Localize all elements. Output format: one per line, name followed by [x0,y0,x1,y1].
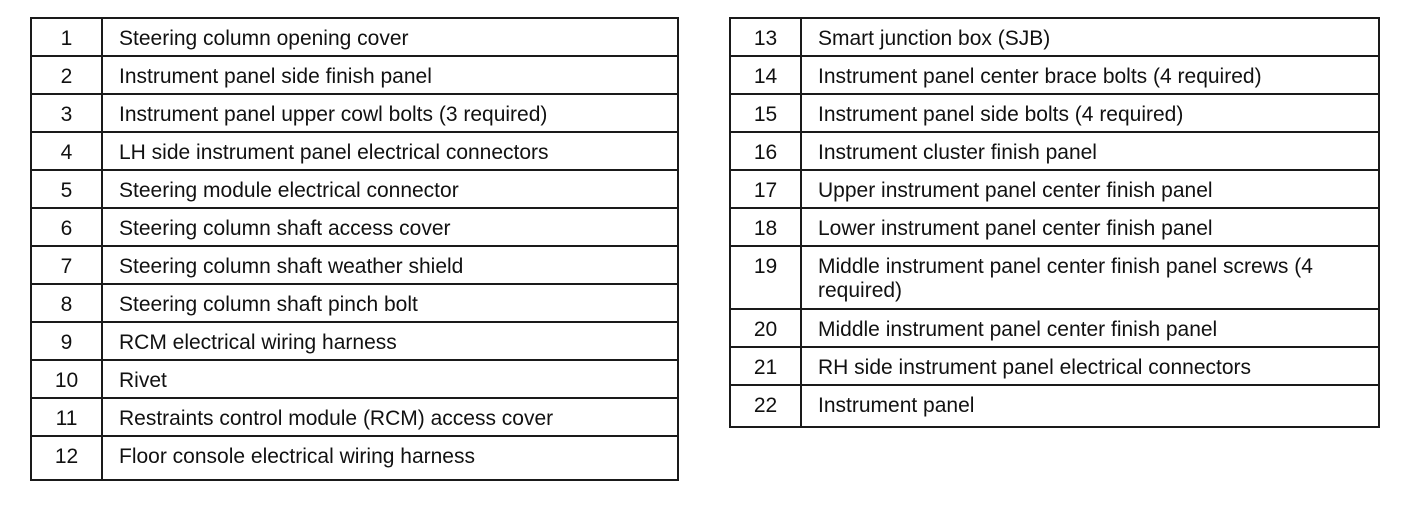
item-description: Floor console electrical wiring harness [101,435,679,481]
item-description: Restraints control module (RCM) access c… [101,397,679,437]
item-description: Upper instrument panel center finish pan… [800,169,1380,209]
item-number: 22 [729,384,802,428]
item-number: 19 [729,245,802,310]
item-number: 18 [729,207,802,247]
item-number: 2 [30,55,103,95]
item-number: 14 [729,55,802,95]
item-number: 6 [30,207,103,247]
item-number: 8 [30,283,103,323]
item-description: Steering column shaft access cover [101,207,679,247]
item-description: Steering module electrical connector [101,169,679,209]
item-number: 5 [30,169,103,209]
item-number: 12 [30,435,103,481]
item-number: 21 [729,346,802,386]
item-description: Instrument panel center brace bolts (4 r… [800,55,1380,95]
item-description: RH side instrument panel electrical conn… [800,346,1380,386]
item-description: Middle instrument panel center finish pa… [800,308,1380,348]
item-description: Smart junction box (SJB) [800,17,1380,57]
item-description: Steering column shaft pinch bolt [101,283,679,323]
item-description: Instrument cluster finish panel [800,131,1380,171]
item-description: RCM electrical wiring harness [101,321,679,361]
item-number: 4 [30,131,103,171]
item-description: Instrument panel side finish panel [101,55,679,95]
item-description: Instrument panel side bolts (4 required) [800,93,1380,133]
item-description: Middle instrument panel center finish pa… [800,245,1380,310]
item-number: 20 [729,308,802,348]
item-number: 10 [30,359,103,399]
item-number: 9 [30,321,103,361]
item-description: Steering column opening cover [101,17,679,57]
item-number: 17 [729,169,802,209]
item-description: Lower instrument panel center finish pan… [800,207,1380,247]
item-number: 15 [729,93,802,133]
item-number: 1 [30,17,103,57]
item-description: Steering column shaft weather shield [101,245,679,285]
item-number: 13 [729,17,802,57]
item-number: 11 [30,397,103,437]
item-number: 16 [729,131,802,171]
item-description: Rivet [101,359,679,399]
item-number: 3 [30,93,103,133]
item-description: Instrument panel [800,384,1380,428]
item-description: LH side instrument panel electrical conn… [101,131,679,171]
item-description: Instrument panel upper cowl bolts (3 req… [101,93,679,133]
item-number: 7 [30,245,103,285]
